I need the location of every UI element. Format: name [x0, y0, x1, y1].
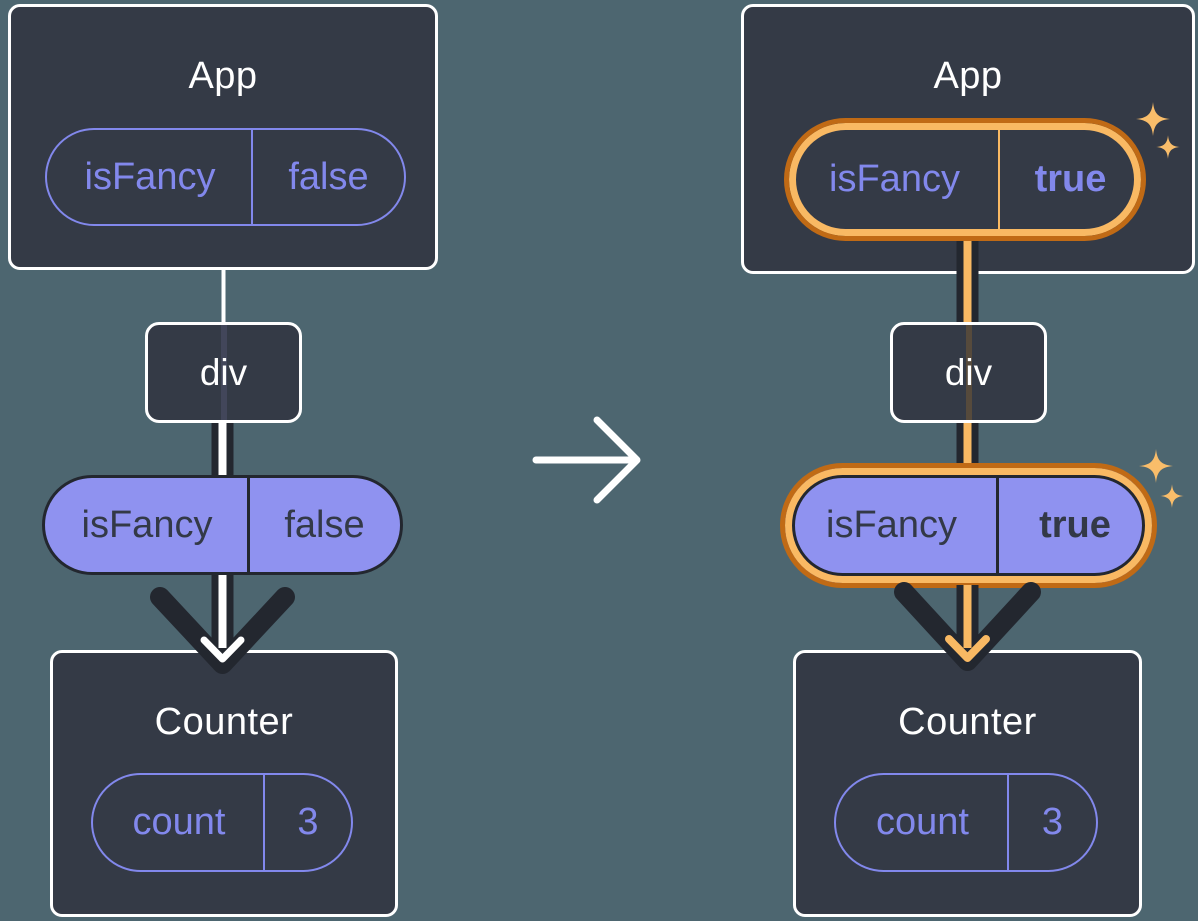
app-component-card: App isFancy true	[741, 4, 1195, 274]
four-point-star-icon	[1160, 484, 1184, 508]
prop-pill: isFancy false	[42, 475, 403, 575]
div-node: div	[145, 322, 302, 423]
component-title: Counter	[154, 701, 294, 743]
counter-component-card: Counter count 3	[50, 650, 398, 917]
state-name: isFancy	[829, 158, 960, 200]
component-title: App	[933, 55, 1003, 97]
count-state-pill: count 3	[834, 773, 1098, 872]
component-title: Counter	[898, 701, 1037, 743]
state-value: 3	[297, 801, 319, 843]
pill-divider	[1007, 775, 1009, 870]
div-label: div	[944, 351, 993, 393]
pass-through-stripe	[220, 325, 227, 420]
state-name: count	[132, 801, 226, 843]
pill-divider	[998, 130, 1000, 229]
prop-name: isFancy	[81, 503, 213, 546]
pill-divider	[996, 476, 999, 575]
right-arrow-icon	[532, 416, 641, 504]
prop-name: isFancy	[826, 504, 957, 546]
state-pill-highlighted: isFancy true	[784, 118, 1146, 241]
state-pill: isFancy false	[45, 128, 406, 226]
pill-divider	[263, 775, 265, 870]
pill-divider	[247, 478, 250, 572]
prop-pill-highlighted: isFancy true	[780, 463, 1157, 588]
counter-component-card: Counter count 3	[793, 650, 1142, 917]
div-node: div	[890, 322, 1047, 423]
div-label: div	[199, 351, 248, 393]
state-name: count	[876, 801, 969, 843]
pill-divider	[251, 130, 253, 224]
app-component-card: App isFancy false	[8, 4, 438, 270]
count-state-pill: count 3	[91, 773, 353, 872]
component-title: App	[188, 55, 258, 97]
pass-through-stripe	[965, 325, 972, 420]
prop-value: true	[1039, 504, 1111, 546]
state-value: false	[288, 155, 369, 198]
state-value: 3	[1041, 801, 1064, 843]
state-name: isFancy	[84, 155, 216, 198]
prop-value: false	[284, 503, 365, 546]
state-value: true	[1034, 158, 1107, 200]
